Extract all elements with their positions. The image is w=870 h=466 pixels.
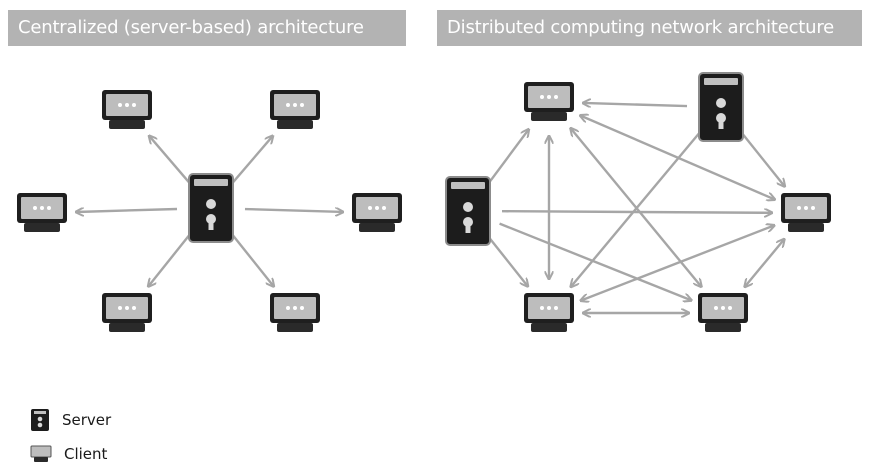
server-node-dsL (445, 176, 491, 246)
arrow-dsT-d1 (583, 103, 688, 106)
centralized-architecture-header: Centralized (server-based) architecture (8, 10, 406, 46)
diagram-nodes (17, 72, 831, 332)
client-node-d1 (524, 82, 574, 121)
arrow-d2-d3 (581, 225, 775, 300)
client-node-d3 (524, 293, 574, 332)
arrow-cs-c6 (231, 233, 274, 287)
server-node-cs (188, 173, 234, 243)
client-node-d2 (781, 193, 831, 232)
arrow-dsL-d1 (487, 129, 528, 185)
client-node-c5 (102, 293, 152, 332)
client-node-c3 (17, 193, 67, 232)
arrow-d2-d4 (745, 239, 785, 287)
client-node-c6 (270, 293, 320, 332)
centralized-arrows (76, 136, 343, 287)
arrow-cs-c3 (76, 209, 178, 212)
distributed-architecture-header: Distributed computing network architectu… (437, 10, 862, 46)
arrow-dsT-d3 (571, 132, 701, 287)
arrow-dsL-d3 (488, 236, 528, 287)
legend-server-label: Server (62, 411, 112, 429)
arrow-cs-c4 (244, 209, 343, 212)
legend-client-label: Client (64, 445, 108, 463)
arrow-cs-c1 (149, 136, 190, 183)
server-icon (31, 409, 49, 431)
legend-client: Client (30, 442, 107, 466)
distributed-arrows (487, 103, 785, 313)
legend-server: Server (30, 408, 111, 432)
arrow-d1-d2 (580, 115, 775, 199)
arrow-cs-c2 (232, 136, 273, 183)
arrow-dsL-d2 (501, 211, 772, 213)
client-node-d4 (698, 293, 748, 332)
arrow-dsT-d2 (741, 132, 784, 187)
server-node-dsT (698, 72, 744, 142)
arrow-dsL-d4 (499, 222, 692, 301)
client-node-c1 (102, 90, 152, 129)
client-node-c2 (270, 90, 320, 129)
client-node-c4 (352, 193, 402, 232)
client-icon (30, 445, 52, 462)
arrow-cs-c5 (148, 233, 191, 287)
